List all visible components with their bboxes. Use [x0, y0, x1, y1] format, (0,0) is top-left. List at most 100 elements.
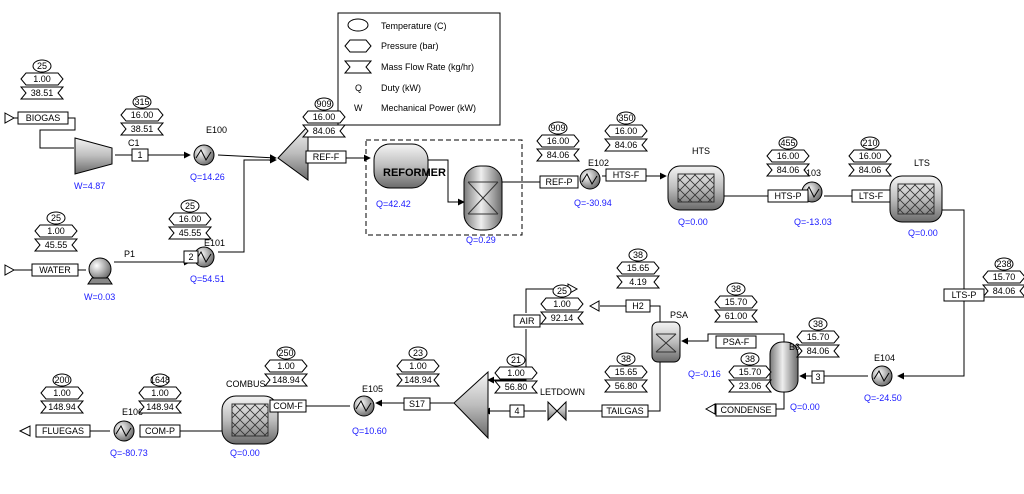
- stream-water-label: WATER: [39, 265, 71, 275]
- stream-htsf-label: HTS-F: [613, 170, 640, 180]
- flash-b9-icon[interactable]: B9 Q=0.00: [769, 341, 820, 412]
- stream-psaf-temperature: 38: [731, 284, 741, 294]
- reformer-icon[interactable]: REFORMER Q=42.42: [373, 143, 446, 209]
- stream-htsf-pressure: 16.00: [615, 126, 638, 136]
- legend-mass-flow: Mass Flow Rate (kg/hr): [381, 62, 474, 72]
- stream-biogas-temperature: 25: [37, 61, 47, 71]
- e102-duty: Q=-30.94: [574, 198, 612, 208]
- water-feed-arrow-icon: [4, 264, 16, 276]
- legend: Temperature (C) Pressure (bar) Mass Flow…: [337, 12, 501, 126]
- p1-power: W=0.03: [84, 292, 115, 302]
- letdown-valve-icon[interactable]: LETDOWN: [540, 387, 585, 422]
- e102-label: E102: [588, 158, 609, 168]
- stream-water-mass-flow: 45.55: [45, 240, 68, 250]
- stream-s2-pressure: 16.00: [179, 214, 202, 224]
- stream-tailgas-temperature: 38: [621, 354, 631, 364]
- pump-p1-icon[interactable]: P1 W=0.03: [84, 249, 135, 302]
- letdown-label: LETDOWN: [540, 387, 585, 397]
- mixer-1-icon[interactable]: [277, 124, 309, 181]
- stream-ltsp-label: LTS-P: [952, 290, 977, 300]
- e101-label: E101: [204, 238, 225, 248]
- cooler-e106-icon[interactable]: E106 Q=-80.73: [110, 407, 148, 458]
- cooler-e102-icon[interactable]: E102 Q=-30.94: [574, 158, 612, 208]
- stream-air-temperature: 25: [557, 286, 567, 296]
- stream-s17-mass-flow: 148.94: [404, 375, 432, 385]
- hts-duty: Q=0.00: [678, 217, 708, 227]
- stream-h2-temperature: 38: [633, 250, 643, 260]
- stream-s4-temperature: 21: [511, 355, 521, 365]
- p1-label: P1: [124, 249, 135, 259]
- lts-reactor-icon[interactable]: LTS Q=0.00: [889, 158, 943, 238]
- e105-duty: Q=10.60: [352, 426, 387, 436]
- stream-h2-mass-flow: 4.19: [629, 277, 647, 287]
- psa-icon[interactable]: PSA Q=-0.16: [651, 310, 721, 379]
- mixer-2-icon[interactable]: [453, 370, 489, 440]
- lts-label: LTS: [914, 158, 930, 168]
- stream-psaf-pressure: 15.70: [725, 297, 748, 307]
- psa-label: PSA: [670, 310, 688, 320]
- stream-refp-label: REF-P: [546, 177, 573, 187]
- stream-htsf-mass-flow: 84.06: [615, 140, 638, 150]
- stream-ltsf-mass-flow: 84.06: [859, 165, 882, 175]
- stream-s17-temperature: 23: [413, 348, 423, 358]
- combus-duty: Q=0.00: [230, 448, 260, 458]
- reformer-duty: Q=42.42: [376, 199, 411, 209]
- reactor-2-icon[interactable]: Q=0.29: [463, 165, 503, 245]
- stream-comp-pressure: 1.00: [151, 388, 169, 398]
- combustor-icon[interactable]: COMBUS Q=0.00: [221, 379, 279, 458]
- stream-s2-label: 2: [188, 252, 193, 262]
- compressor-c1-icon[interactable]: C1 W=4.87: [74, 137, 140, 191]
- legend-power-symbol: W: [354, 103, 363, 113]
- stream-s2-mass-flow: 45.55: [179, 228, 202, 238]
- cooler-e104-icon[interactable]: E104 Q=-24.50: [864, 353, 902, 403]
- stream-fluegas-pressure: 1.00: [53, 388, 71, 398]
- psa-duty: Q=-0.16: [688, 369, 721, 379]
- heater-e100-icon[interactable]: E100 Q=14.26: [190, 125, 227, 182]
- stream-s3-pressure: 15.70: [807, 332, 830, 342]
- stream-condense-label: CONDENSE: [720, 405, 771, 415]
- stream-air-mass-flow: 92.14: [551, 313, 574, 323]
- reactor-2-duty: Q=0.29: [466, 235, 496, 245]
- legend-temperature: Temperature (C): [381, 21, 447, 31]
- hts-reactor-icon[interactable]: HTS Q=0.00: [667, 146, 725, 227]
- legend-pressure: Pressure (bar): [381, 41, 439, 51]
- fluegas-out-arrow-icon: [18, 425, 31, 437]
- stream-tailgas-label: TAILGAS: [606, 406, 643, 416]
- stream-ltsp-pressure: 15.70: [993, 272, 1016, 282]
- stream-ltsf-pressure: 16.00: [859, 151, 882, 161]
- stream-s4-mass-flow: 56.80: [505, 382, 528, 392]
- e104-label: E104: [874, 353, 895, 363]
- stream-tailgas-pressure: 15.65: [615, 367, 638, 377]
- stream-psaf-mass-flow: 61.00: [725, 311, 748, 321]
- e101-duty: Q=54.51: [190, 274, 225, 284]
- b9-label: B9: [789, 342, 800, 352]
- lts-duty: Q=0.00: [908, 228, 938, 238]
- stream-reff-mass-flow: 84.06: [313, 126, 336, 136]
- stream-s1-pressure: 16.00: [131, 110, 154, 120]
- heater-e105-icon[interactable]: E105 Q=10.60: [352, 384, 387, 436]
- stream-s1-temperature: 315: [134, 97, 149, 107]
- stream-htsf-temperature: 350: [618, 113, 633, 123]
- biogas-feed-arrow-icon: [4, 112, 16, 124]
